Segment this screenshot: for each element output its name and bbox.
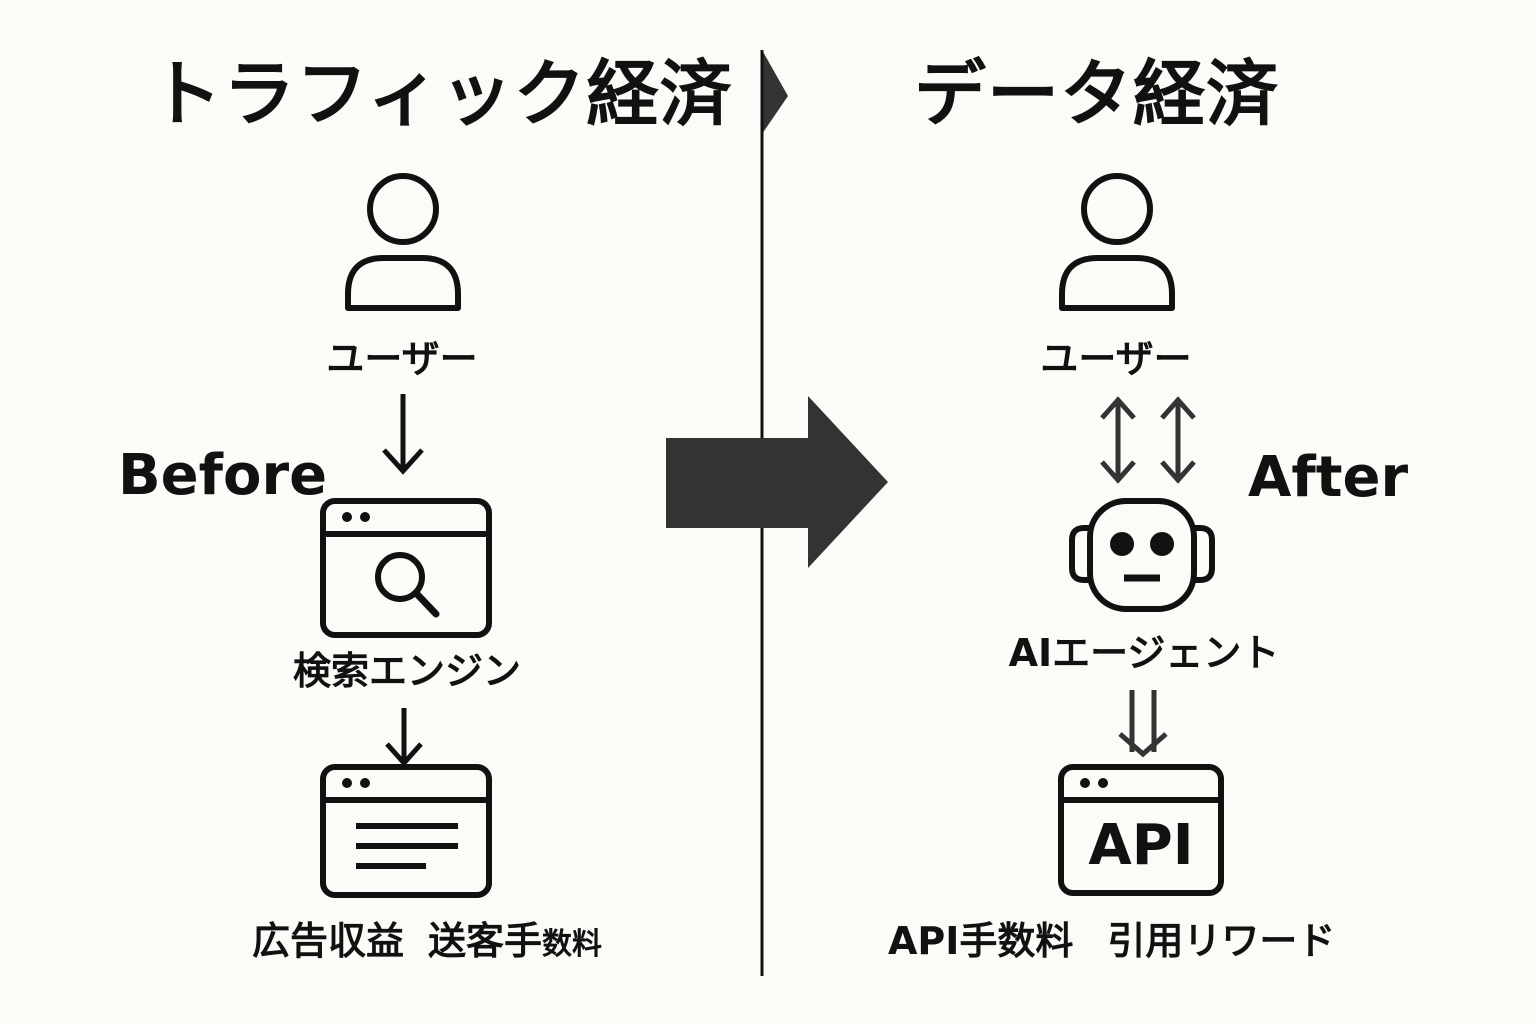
ai-agent-label: AIエージェント bbox=[1008, 631, 1280, 675]
website-content-icon bbox=[320, 764, 492, 898]
down-arrow-icon-left-1 bbox=[382, 394, 424, 475]
api-box-text: API bbox=[1088, 813, 1194, 878]
api-fee-text: API手数料 bbox=[888, 919, 1074, 963]
left-title: トラフィック経済 bbox=[150, 52, 733, 136]
robot-agent-icon bbox=[1069, 498, 1215, 612]
referral-fee-text: 送客手 bbox=[428, 919, 543, 963]
search-engine-browser-icon bbox=[320, 498, 492, 638]
search-engine-label: 検索エンジン bbox=[292, 649, 521, 693]
ad-revenue-text: 広告収益 bbox=[252, 919, 405, 963]
before-label: Before bbox=[118, 443, 328, 508]
citation-reward-text: 引用リワード bbox=[1107, 919, 1336, 963]
double-down-arrow-icon bbox=[1118, 690, 1168, 758]
right-title: データ経済 bbox=[914, 52, 1280, 136]
bidirectional-arrows-icon bbox=[1100, 396, 1196, 484]
left-revenue-label: 広告収益送客手数料 bbox=[252, 922, 602, 960]
transition-arrow-icon bbox=[666, 396, 888, 568]
right-revenue-label: API手数料引用リワード bbox=[888, 922, 1335, 960]
api-window-icon bbox=[1058, 764, 1224, 896]
user-icon-right bbox=[1059, 173, 1175, 311]
api-box: API bbox=[1056, 762, 1226, 898]
user-label-right: ユーザー bbox=[1040, 337, 1192, 381]
down-arrow-icon-left-2 bbox=[385, 708, 423, 767]
user-label-left: ユーザー bbox=[326, 337, 478, 381]
after-label: After bbox=[1248, 445, 1409, 510]
referral-fee-small-text: 数料 bbox=[542, 927, 603, 962]
user-icon-left bbox=[345, 173, 461, 311]
